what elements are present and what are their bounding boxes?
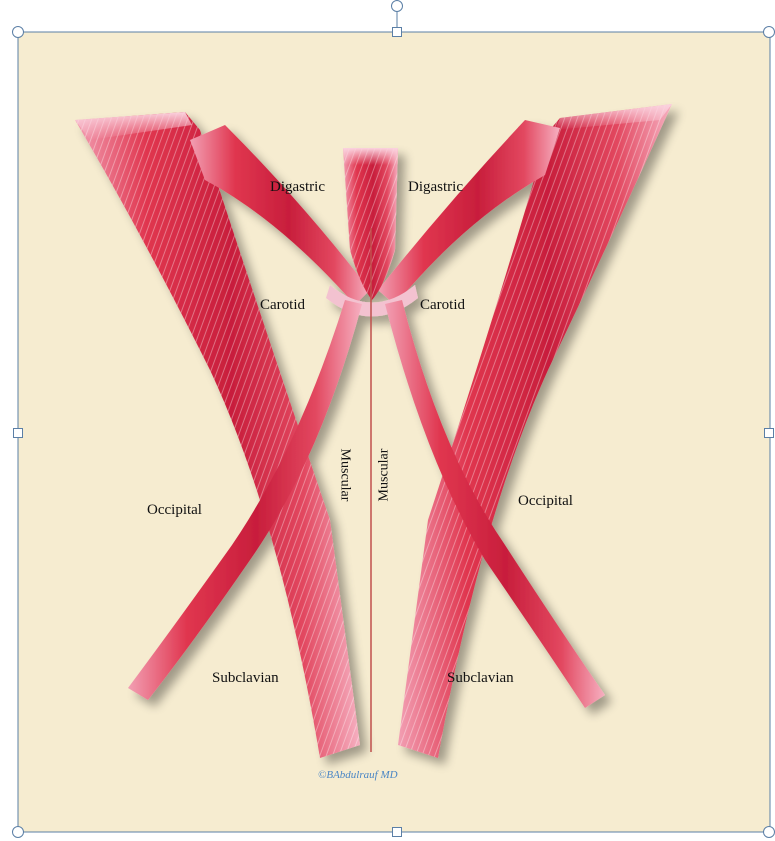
resize-handle-middle-right[interactable] <box>764 428 774 438</box>
credit-signature: ©BAbdulrauf MD <box>318 770 398 781</box>
label-carotid-right: Carotid <box>420 298 465 313</box>
label-carotid-left: Carotid <box>260 298 305 313</box>
resize-handle-middle-left[interactable] <box>13 428 23 438</box>
rotate-handle[interactable] <box>391 0 403 12</box>
label-muscular-left: Muscular <box>337 449 351 502</box>
label-subclavian-left: Subclavian <box>212 671 279 686</box>
strap-origin <box>343 148 398 165</box>
label-digastric-left: Digastric <box>270 180 325 195</box>
label-subclavian-right: Subclavian <box>447 671 514 686</box>
resize-handle-bottom-center[interactable] <box>392 827 402 837</box>
label-muscular-right: Muscular <box>377 449 391 502</box>
resize-handle-bottom-right[interactable] <box>763 826 775 838</box>
label-occipital-right: Occipital <box>518 494 573 509</box>
resize-handle-top-center[interactable] <box>392 27 402 37</box>
resize-handle-top-left[interactable] <box>12 26 24 38</box>
resize-handle-top-right[interactable] <box>763 26 775 38</box>
label-occipital-left: Occipital <box>147 503 202 518</box>
resize-handle-bottom-left[interactable] <box>12 826 24 838</box>
label-digastric-right: Digastric <box>408 180 463 195</box>
